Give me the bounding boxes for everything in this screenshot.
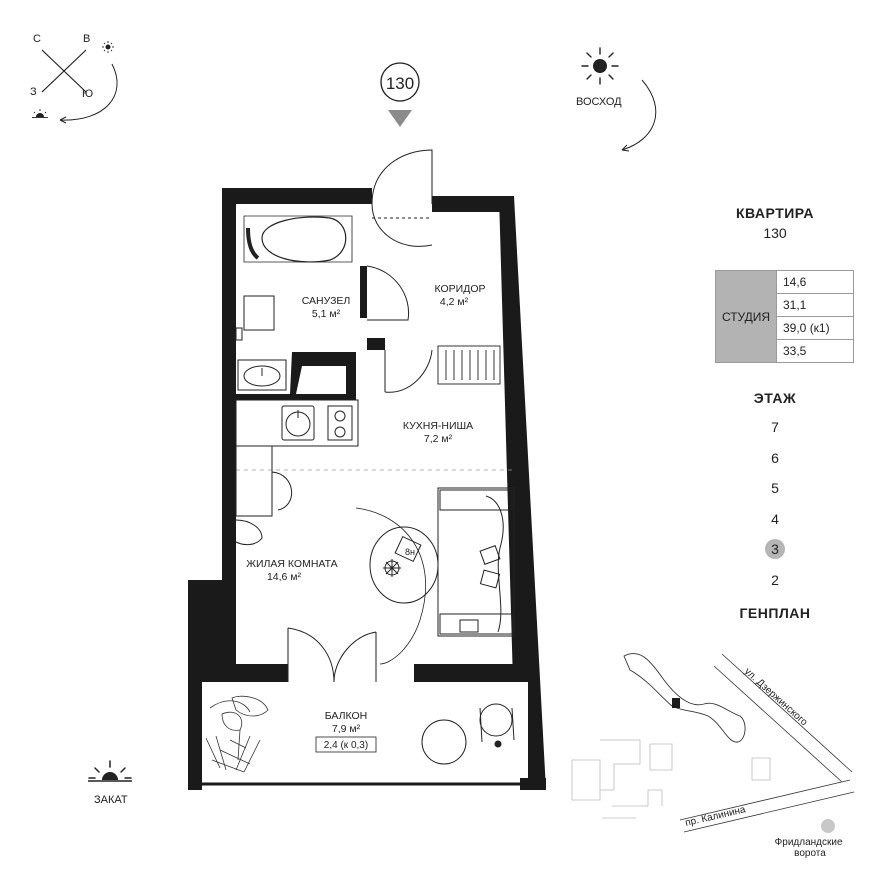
sun-arc-small [59,63,118,121]
compass-east: В [83,33,90,45]
area-value-3: 39,0 (к1) [776,316,854,340]
room-labels: САНУЗЕЛ 5,1 м² КОРИДОР 4,2 м² КУХНЯ-НИША… [246,283,486,753]
area-value-1: 14,6 [776,270,854,294]
street-kalinina: пр. Калинина [684,804,747,829]
room-label-corridor: КОРИДОР [435,283,486,295]
floor-title: ЭТАЖ [753,390,797,406]
balcony-plant [205,695,269,773]
interior-walls [236,266,385,400]
apartment-info: КВАРТИРА 130 [690,205,860,241]
sunrise-arc [621,79,657,151]
corridor-door [384,349,433,393]
room-area-kitchen: 7,2 м² [424,433,453,445]
compass-south: Ю [82,88,93,100]
sofa [437,487,515,637]
genplan-map: ул. Дзержинского пр. Калинина Фридландск… [571,653,855,859]
room-label-living: ЖИЛАЯ КОМНАТА [246,558,337,570]
room-label-balcony: БАЛКОН [325,710,368,722]
svg-text:8н: 8н [405,547,415,557]
small-sun-icon [102,41,114,53]
compass: С В З Ю [30,33,118,124]
floor-item[interactable]: 7 [771,419,779,435]
sunset-label: ЗАКАТ [94,794,128,806]
area-value-4: 33,5 [776,339,854,363]
floor-selector: ЭТАЖ 7 6 5 4 3 2 ГЕНПЛАН [690,390,860,621]
sunrise-icon [581,47,619,85]
room-area-living: 14,6 м² [267,571,302,583]
floor-item[interactable]: 4 [771,510,779,527]
genplan-title: ГЕНПЛАН [739,605,811,621]
outer-walls [188,188,546,790]
toilet [235,295,275,341]
dining-table [235,445,293,546]
apartment-type: СТУДИЯ [715,270,777,363]
compass-north: С [33,33,41,45]
room-area-bathroom: 5,1 м² [312,308,341,320]
room-door-swing [355,507,426,665]
bathtub [243,215,353,263]
floor-item[interactable]: 5 [771,480,779,496]
floor-item[interactable]: 6 [771,449,779,466]
poi-label: Фридландские ворота [775,837,846,859]
entrance-door [371,149,433,247]
apartment-marker-number: 130 [386,74,414,93]
balcony-note: 2,4 (к 0,3) [324,740,368,751]
apartment-marker: 130 [380,62,420,127]
bathroom-door [366,265,410,321]
room-area-balcony: 7,9 м² [332,723,361,735]
balcony-chairs [421,703,515,765]
area-value-2: 31,1 [776,293,854,317]
coffee-table: 8н [369,526,439,604]
room-label-bathroom: САНУЗЕЛ [302,295,351,307]
balcony-door [287,627,377,683]
apartment-title: КВАРТИРА [735,205,815,221]
apartment-number: 130 [763,225,787,241]
bathroom-sink [237,359,287,391]
kitchen-counter [235,399,359,447]
poi-marker [821,819,835,833]
sunset-icon [88,760,132,782]
small-sunset-icon [32,109,48,118]
floor-item-current[interactable]: 3 [690,534,860,565]
wardrobe [437,345,501,385]
room-area-corridor: 4,2 м² [440,296,469,308]
street-dzerzhinskogo: ул. Дзержинского [742,666,810,728]
floor-item[interactable]: 2 [771,571,779,588]
room-label-kitchen: КУХНЯ-НИША [403,420,473,432]
apartment-areas-table: СТУДИЯ 14,6 31,1 39,0 (к1) 33,5 [715,270,854,363]
sunrise-label: ВОСХОД [576,96,622,108]
compass-west: З [30,86,37,98]
